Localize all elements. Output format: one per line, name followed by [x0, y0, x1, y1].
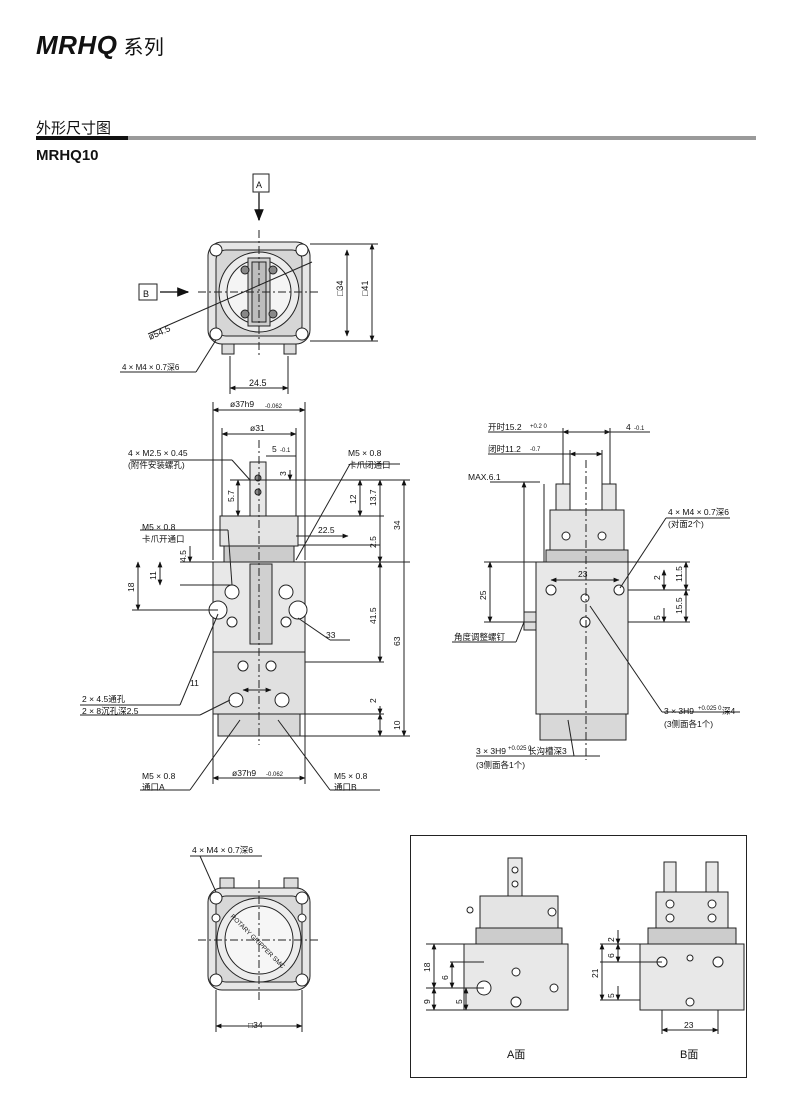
front-d37-tol: -0.062 — [265, 404, 283, 410]
front-port-b-label: 通口B — [334, 782, 357, 792]
side-d155-label: 15.5 — [674, 597, 684, 614]
view-arrow-b-label: B — [143, 289, 149, 299]
bottom-sq34-label: □34 — [248, 1020, 263, 1030]
inset-b5-label: 5 — [606, 993, 616, 998]
top-dia-label: ø54.5 — [147, 323, 172, 341]
front-m5-close-label: M5 × 0.8 — [348, 448, 382, 458]
bottom-view — [190, 855, 320, 1032]
side-max-label: MAX.6.1 — [468, 472, 501, 482]
side-slot-label: 3 × 3H9 — [476, 746, 506, 756]
side-d23-label: 23 — [578, 569, 588, 579]
section-title: 外形尺寸图 — [36, 119, 112, 137]
inset-b23-label: 23 — [684, 1020, 694, 1030]
front-d225-label: 22.5 — [318, 525, 335, 535]
inset-a-face-label: A面 — [507, 1049, 525, 1061]
front-m5-close-note: 卡爪闭通口 — [348, 460, 391, 470]
front-d34-label: 34 — [392, 520, 402, 530]
top-view — [120, 173, 378, 394]
inset-b2-label: 2 — [606, 937, 616, 942]
side-open-tol: +0.2 0 — [530, 424, 548, 430]
side-d4-tol: -0.1 — [634, 426, 645, 432]
front-port-a-label: 通口A — [142, 782, 165, 792]
side-m4-label: 4 × M4 × 0.7深6 — [668, 507, 729, 517]
side-d4-label: 4 — [626, 422, 631, 432]
side-slot-tol: +0.025 0 — [508, 746, 532, 752]
front-d12-label: 12 — [348, 494, 358, 504]
front-d63-label: 63 — [392, 636, 402, 646]
inset-views — [426, 857, 745, 1034]
top-sq41-label: □41 — [360, 281, 370, 296]
view-inset-frame — [410, 835, 747, 1078]
inset-a5-label: 5 — [454, 999, 464, 1004]
side-h9-label: 3 × 3H9 — [664, 706, 694, 716]
side-closed-label: 闭时11.2 — [488, 444, 521, 454]
side-d5-label: 5 — [652, 615, 662, 620]
top-holes-label: 4 × M4 × 0.7深6 — [122, 363, 180, 372]
inset-b6-label: 6 — [606, 953, 616, 958]
inset-a9-label: 9 — [422, 999, 432, 1004]
front-d37-bot-label: ø37h9 — [232, 768, 256, 778]
side-slot-note: (3侧面各1个) — [476, 760, 525, 770]
bottom-holes-label: 4 × M4 × 0.7深6 — [192, 845, 253, 855]
front-view — [80, 402, 410, 791]
top-sq34-label: □34 — [335, 281, 345, 296]
front-d25-label: 2.5 — [368, 536, 378, 548]
side-screw-label: 角度调整螺钉 — [454, 632, 506, 642]
side-h9-tol: +0.025 0 — [698, 706, 722, 712]
front-d415-label: 41.5 — [368, 607, 378, 624]
series-name: MRHQ — [36, 30, 118, 60]
front-m5-a-label: M5 × 0.8 — [142, 771, 176, 781]
side-d2-label: 2 — [652, 575, 662, 580]
front-d137-label: 13.7 — [368, 489, 378, 506]
inset-b21-label: 21 — [590, 968, 600, 978]
inset-a18-label: 18 — [422, 962, 432, 972]
front-d45-label: 4.5 — [178, 550, 188, 562]
front-d33-label: 33 — [326, 630, 336, 640]
side-h9-note: (3侧面各1个) — [664, 719, 713, 729]
top-width-label: 24.5 — [249, 378, 267, 388]
side-d25-label: 25 — [478, 590, 488, 600]
inset-a6-label: 6 — [440, 975, 450, 980]
front-m5-b-label: M5 × 0.8 — [334, 771, 368, 781]
front-d10-label: 10 — [392, 720, 402, 730]
front-d18-label: 18 — [126, 582, 136, 592]
front-d5-tol: -0.1 — [280, 448, 291, 454]
front-d57-label: 5.7 — [226, 490, 236, 502]
side-view — [452, 428, 740, 760]
inset-b-face-label: B面 — [680, 1049, 698, 1061]
front-m25-note: (附件安装螺孔) — [128, 460, 185, 470]
side-m4-note: (对面2个) — [668, 519, 704, 529]
side-d115-label: 11.5 — [674, 566, 684, 582]
view-arrow-a-label: A — [256, 180, 262, 190]
side-closed-tol: -0.7 — [530, 447, 541, 453]
model-label: MRHQ10 — [36, 147, 99, 164]
front-hole45-label: 2 × 4.5通孔 — [82, 694, 126, 704]
section-rule-accent — [36, 136, 128, 140]
front-d5-label: 5 — [272, 444, 277, 454]
front-m5-open-label: M5 × 0.8 — [142, 522, 176, 532]
side-h9-depth: 深4 — [722, 706, 736, 716]
series-suffix: 系列 — [123, 37, 165, 59]
front-d11b-label: 11 — [190, 678, 199, 688]
front-m5-open-note: 卡爪开通口 — [142, 534, 185, 544]
front-d37-label: ø37h9 — [230, 399, 254, 409]
front-hole8-label: 2 × 8沉孔深2.5 — [82, 706, 139, 716]
front-d37-bot-tol: -0.062 — [266, 772, 284, 778]
front-d11a-label: 11 — [148, 571, 158, 580]
front-m25-label: 4 × M2.5 × 0.45 — [128, 448, 188, 458]
front-d2-label: 2 — [368, 698, 378, 703]
front-d31-label: ø31 — [250, 423, 265, 433]
front-d3-label: 3 — [278, 471, 288, 476]
side-open-label: 开时15.2 — [488, 422, 522, 432]
section-rule — [36, 136, 756, 140]
side-slot-text: 长沟槽深3 — [528, 746, 567, 756]
